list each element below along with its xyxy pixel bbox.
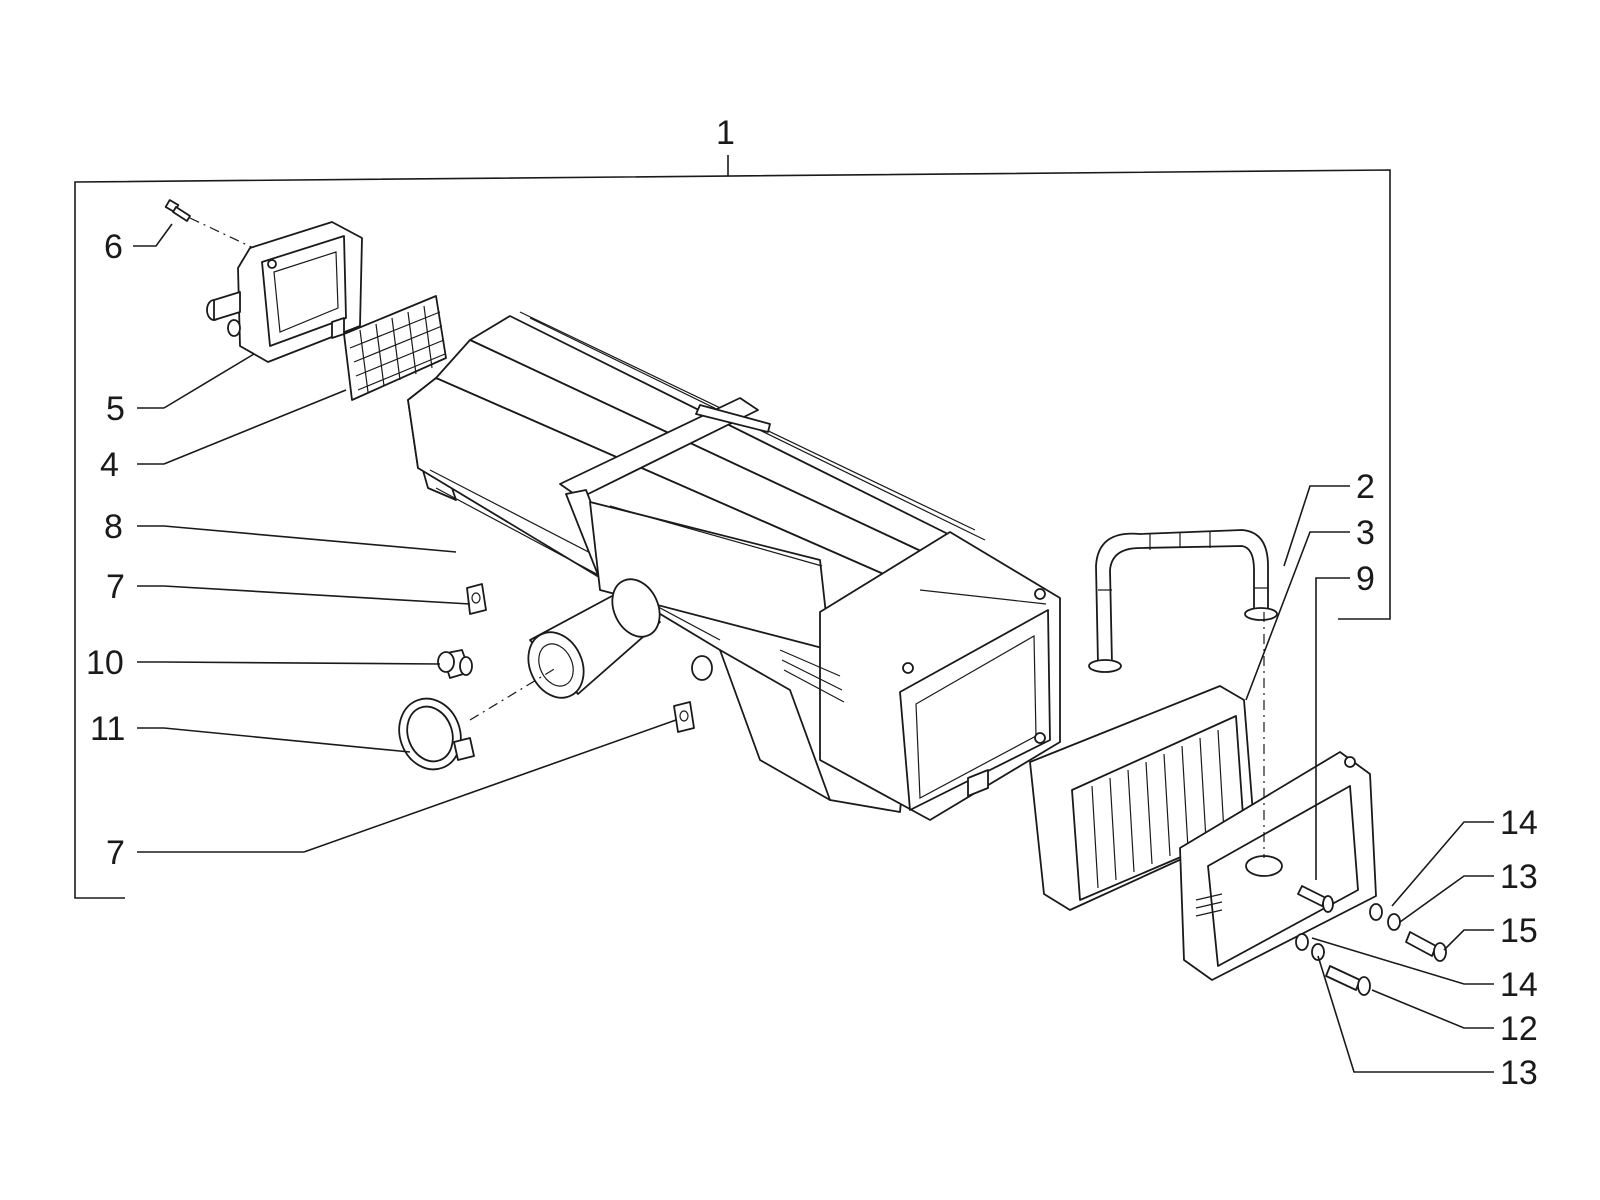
callout-8: 8	[104, 508, 123, 546]
callout-15: 15	[1500, 912, 1538, 950]
part-12-bolt	[1325, 965, 1371, 996]
callout-2: 2	[1356, 468, 1375, 506]
part-6-screw	[164, 199, 263, 253]
part-13-washer-lower	[1311, 943, 1325, 961]
callout-12: 12	[1500, 1010, 1538, 1048]
part-9-bolt-head	[1297, 885, 1334, 913]
part-13-washer-upper	[1387, 913, 1401, 931]
callout-14-upper: 14	[1500, 804, 1538, 842]
callout-7-upper: 7	[106, 568, 125, 606]
callout-6: 6	[104, 228, 123, 266]
leader-lines	[133, 223, 1494, 1073]
part-14-washer-lower	[1295, 933, 1309, 951]
part-14-washer-upper	[1369, 903, 1383, 921]
part-11-hose-clamp	[398, 667, 557, 771]
part-7-clip-upper	[466, 583, 487, 615]
part-5-intake-cover	[206, 221, 363, 363]
callout-10: 10	[86, 644, 124, 682]
callout-7-lower: 7	[106, 834, 125, 872]
callout-11: 11	[90, 710, 125, 748]
callout-1: 1	[716, 114, 735, 152]
part-9-lower-cover	[1179, 612, 1377, 981]
callout-14-lower: 14	[1500, 966, 1538, 1004]
part-8-air-box-housing	[407, 311, 1061, 821]
assembly-bracket	[74, 155, 1391, 899]
callout-3: 3	[1356, 514, 1375, 552]
part-4-foam-filter	[343, 295, 447, 401]
callout-13-lower: 13	[1500, 1054, 1538, 1092]
part-10-plug	[437, 649, 473, 679]
callout-13-upper: 13	[1500, 858, 1538, 896]
callout-9: 9	[1356, 560, 1375, 598]
part-2-breather-hose	[1088, 529, 1278, 673]
part-15-bolt	[1405, 931, 1447, 962]
callout-5: 5	[106, 390, 125, 428]
callout-4: 4	[100, 446, 119, 484]
part-7-clip-lower	[673, 701, 695, 733]
